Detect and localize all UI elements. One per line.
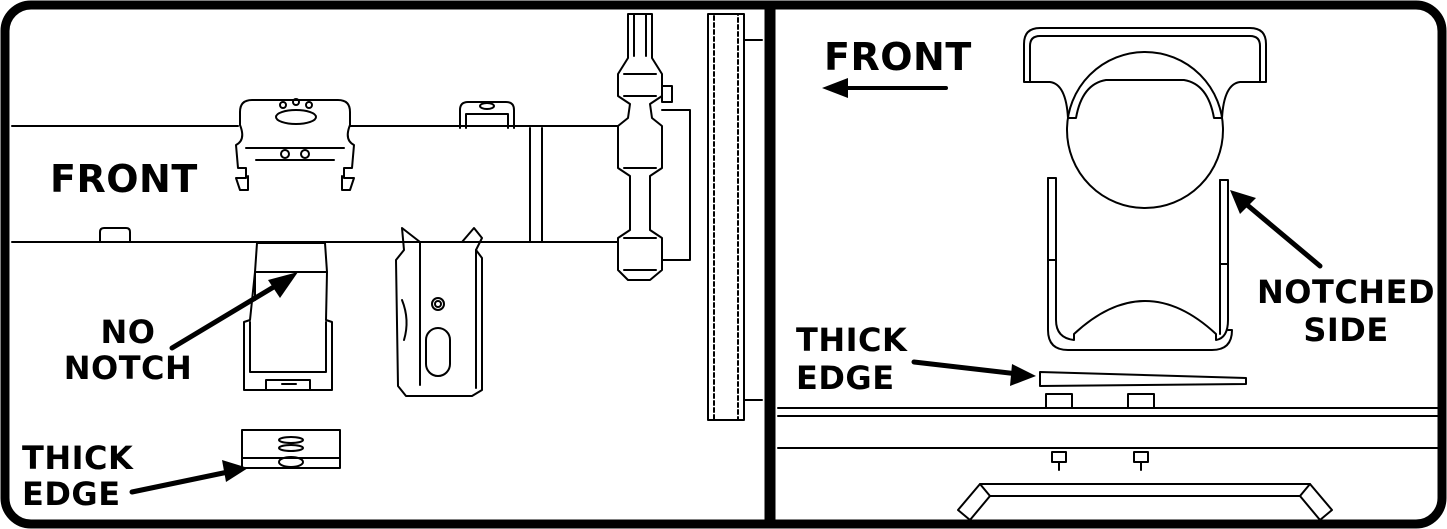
arrow-front-right bbox=[822, 78, 948, 98]
arrow-thick-edge-right bbox=[911, 359, 1036, 386]
thick-edge-right-line-2: EDGE bbox=[796, 359, 895, 397]
thick-edge-left-line-1: THICK bbox=[22, 439, 134, 477]
u-shackle-end-view bbox=[1047, 177, 1233, 351]
no-notch-shackle bbox=[243, 242, 333, 391]
angled-shackle bbox=[395, 227, 483, 397]
notched-side-label: NOTCHED SIDE bbox=[1256, 276, 1436, 346]
axle-circle bbox=[1066, 51, 1224, 209]
no-notch-label: NO NOTCH bbox=[48, 316, 208, 384]
no-notch-line-2: NOTCH bbox=[63, 349, 193, 387]
notched-side-line-1: NOTCHED bbox=[1257, 273, 1435, 311]
thick-edge-spacer-right bbox=[1039, 371, 1247, 387]
arrow-thick-edge-left bbox=[129, 460, 248, 495]
thick-edge-left-line-2: EDGE bbox=[22, 475, 121, 513]
brake-drum bbox=[707, 13, 763, 421]
top-cap-end-view bbox=[1023, 27, 1267, 119]
lower-bracket bbox=[957, 483, 1333, 521]
front-label-right: FRONT bbox=[824, 35, 972, 79]
front-label-left: FRONT bbox=[50, 157, 198, 201]
notched-side-line-2: SIDE bbox=[1303, 311, 1389, 349]
small-clip bbox=[459, 101, 515, 129]
thick-edge-right-line-1: THICK bbox=[796, 321, 908, 359]
thick-edge-label-right: THICK EDGE bbox=[796, 324, 907, 394]
arrow-no-notch bbox=[169, 272, 298, 351]
top-u-bolt-plate bbox=[235, 98, 355, 191]
no-notch-line-1: NO bbox=[100, 313, 156, 351]
thick-edge-spacer-left bbox=[241, 429, 341, 469]
thick-edge-label-left: THICK EDGE bbox=[22, 442, 133, 510]
frame-rail bbox=[777, 393, 1443, 471]
arrow-notched-side bbox=[1230, 190, 1323, 269]
brake-assembly bbox=[611, 13, 691, 281]
